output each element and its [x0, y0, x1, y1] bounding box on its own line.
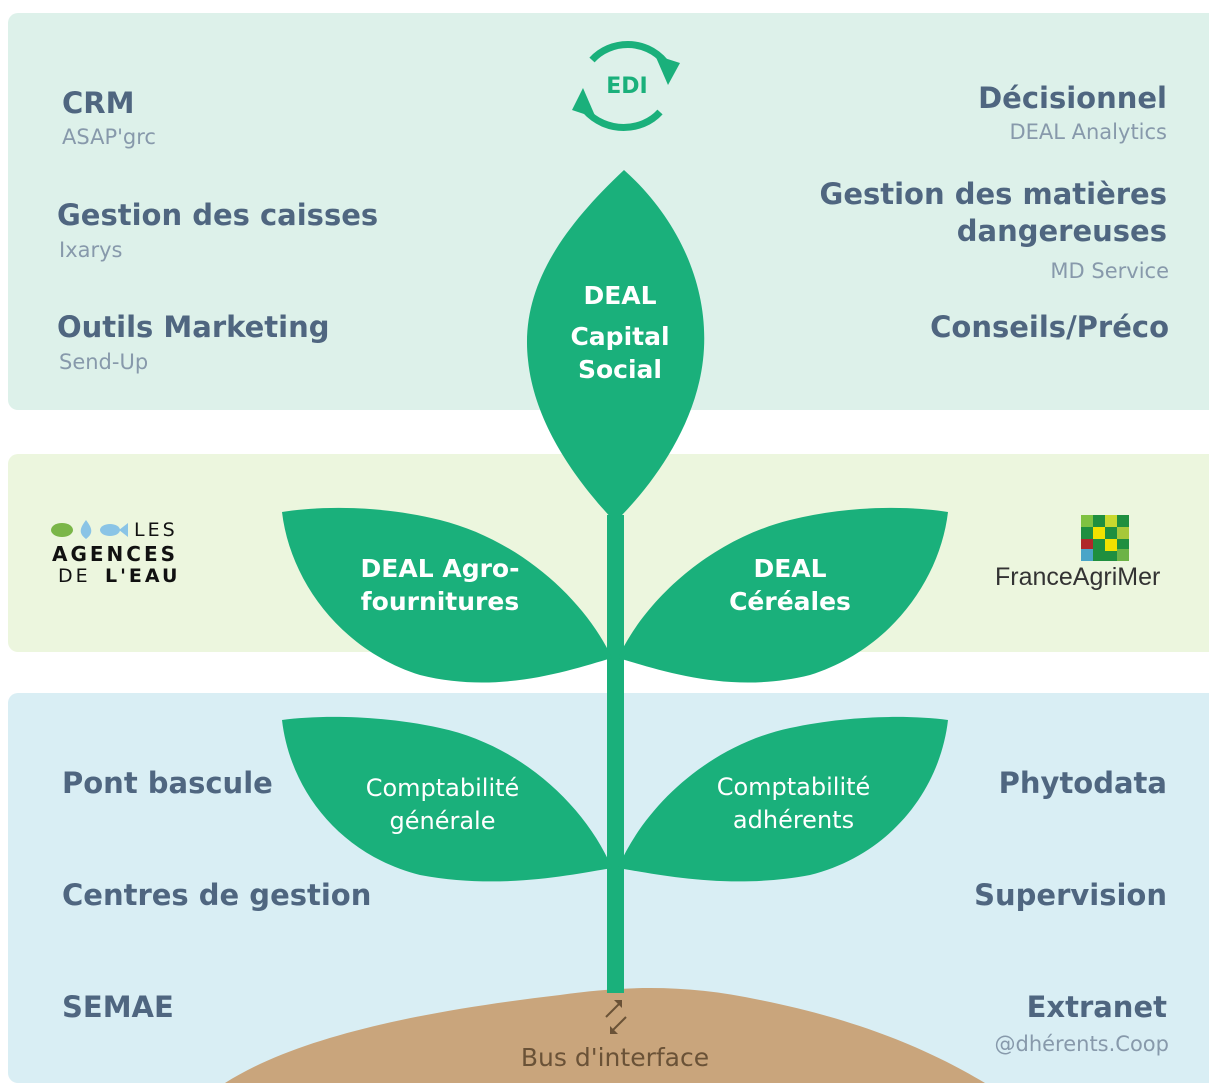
agences-logo-line3b: L'EAU — [105, 565, 181, 587]
crm-subtitle: ASAP'grc — [62, 125, 156, 149]
mid-right-leaf-label: DEAL Céréales — [690, 552, 890, 618]
plant-stem — [607, 515, 624, 993]
leaf-bot-left — [282, 716, 612, 882]
franceagrimer-logo-mosaic — [1081, 515, 1129, 561]
mid-right-line2: Céréales — [729, 587, 851, 616]
semae: SEMAE — [62, 990, 174, 1024]
agences-logo-line2: AGENCES — [52, 542, 179, 566]
centres-gestion: Centres de gestion — [62, 878, 372, 912]
leaf-mid-right — [618, 507, 948, 683]
phytodata: Phytodata — [998, 766, 1167, 800]
matieres-title-line1: Gestion des matières — [819, 177, 1167, 211]
matieres-subtitle: MD Service — [1050, 259, 1169, 283]
caisses-subtitle: Ixarys — [59, 238, 123, 262]
supervision: Supervision — [974, 878, 1167, 912]
franceagrimer-logo-text: FranceAgriMer — [995, 563, 1161, 591]
leaf-top — [526, 170, 705, 522]
bot-right-line1: Comptabilité — [716, 773, 871, 801]
conseils-title: Conseils/Préco — [930, 310, 1169, 344]
leaf-bot-right — [618, 716, 948, 882]
agences-logo-line1: LES — [134, 519, 178, 541]
pont-bascule: Pont bascule — [62, 766, 273, 800]
top-leaf-line2: Capital — [570, 322, 670, 351]
mid-left-line2: fournitures — [360, 587, 520, 616]
bot-left-line1: Comptabilité — [365, 774, 520, 802]
decisionnel-title: Décisionnel — [978, 81, 1167, 115]
bot-right-line2: adhérents — [732, 806, 855, 834]
crm-title: CRM — [62, 86, 135, 120]
marketing-subtitle: Send-Up — [59, 350, 149, 374]
top-leaf-line1: DEAL — [583, 281, 657, 310]
extranet-title: Extranet — [1026, 990, 1167, 1024]
extranet-subtitle: @dhérents.Coop — [994, 1032, 1169, 1056]
decisionnel-subtitle: DEAL Analytics — [1009, 120, 1167, 144]
bot-left-line2: générale — [389, 807, 496, 835]
top-leaf-line3: Social — [577, 355, 662, 384]
bot-left-leaf-label: Comptabilité générale — [335, 772, 550, 838]
exchange-arrows-icon — [605, 1002, 627, 1032]
caisses-title: Gestion des caisses — [57, 198, 379, 232]
edi-label: EDI — [606, 74, 648, 99]
soil-mound — [225, 988, 985, 1083]
bus-interface-label: Bus d'interface — [520, 1043, 710, 1072]
agences-logo-line3a: DE — [58, 565, 91, 587]
matieres-title-line2: dangereuses — [956, 214, 1167, 248]
mid-left-line1: DEAL Agro- — [360, 554, 520, 583]
mid-left-leaf-label: DEAL Agro- fournitures — [320, 552, 560, 618]
marketing-title: Outils Marketing — [57, 310, 330, 344]
top-leaf-label: DEAL Capital Social — [540, 279, 700, 386]
mid-right-line1: DEAL — [753, 554, 827, 583]
leaf-mid-left — [282, 507, 612, 683]
agences-eau-logo-marks — [51, 520, 128, 539]
bot-right-leaf-label: Comptabilité adhérents — [686, 771, 901, 837]
